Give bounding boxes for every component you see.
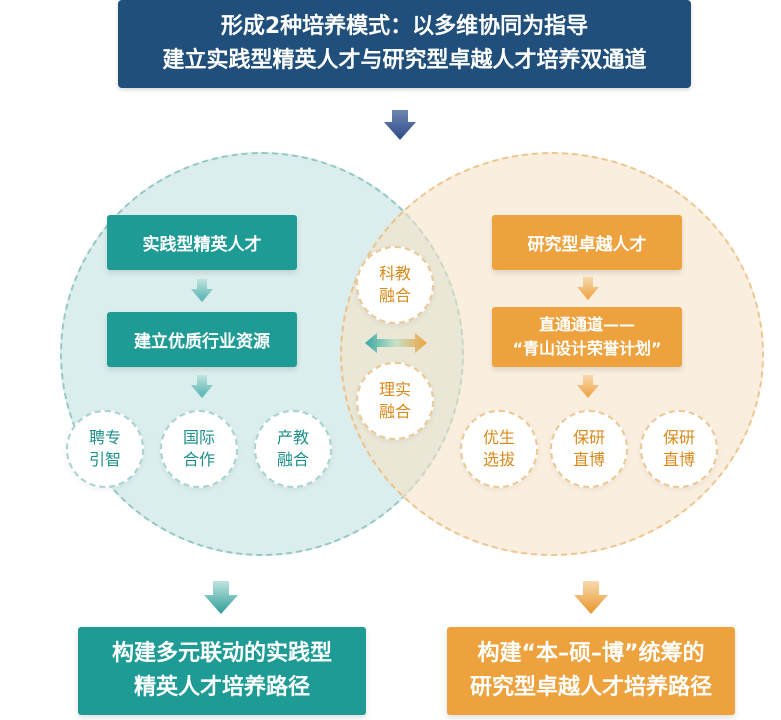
honor-program-box: 直通通道—— “青山设计荣誉计划”: [492, 307, 682, 367]
left-circle-2-line-1: 国际: [182, 428, 215, 447]
research-talent-title-text: 研究型卓越人才: [527, 235, 647, 255]
left-circle-expert-introduction: 聘专 引智: [66, 410, 144, 488]
honor-program-line-2: “青山设计荣誉计划”: [512, 339, 662, 358]
research-path-line-2: 研究型卓越人才培养路径: [469, 675, 712, 700]
left-down-arrow-2-icon: [191, 375, 213, 398]
right-circle-3-line-2: 直博: [662, 450, 695, 469]
practice-path-box: 构建多元联动的实践型 精英人才培养路径: [78, 627, 366, 715]
right-circle-2-line-1: 保研: [572, 428, 605, 447]
bottom-left-arrow-icon: [204, 581, 238, 614]
left-circle-international-cooperation: 国际 合作: [160, 410, 238, 488]
left-circle-3-line-1: 产教: [276, 428, 309, 447]
bottom-right-arrow-icon: [574, 581, 608, 614]
practice-talent-title: 实践型精英人才: [107, 215, 297, 270]
research-path-box: 构建“本–硕–博”统筹的 研究型卓越人才培养路径: [447, 627, 735, 715]
industry-resources-text: 建立优质行业资源: [134, 332, 270, 352]
right-circle-postgraduate-1: 保研 直博: [550, 410, 628, 488]
center-bottom-line-1: 理实: [378, 380, 411, 399]
right-down-arrow-2-icon: [577, 375, 599, 398]
industry-resources-box: 建立优质行业资源: [107, 312, 297, 367]
right-circle-postgraduate-2: 保研 直博: [640, 410, 718, 488]
header-line-1: 形成2种培养模式：以多维协同为指导: [220, 14, 589, 39]
header-line-2: 建立实践型精英人才与研究型卓越人才培养双通道: [162, 48, 647, 73]
header-down-arrow-icon: [384, 110, 416, 140]
honor-program-line-1: 直通通道——: [538, 315, 635, 334]
right-circle-2-line-2: 直博: [572, 450, 605, 469]
right-circle-3-line-1: 保研: [662, 428, 695, 447]
right-down-arrow-1-icon: [577, 277, 599, 300]
right-circle-1-line-2: 选拔: [482, 450, 515, 469]
center-top-line-2: 融合: [378, 286, 411, 305]
right-circle-excellent-selection: 优生 选拔: [460, 410, 538, 488]
practice-talent-title-text: 实践型精英人才: [142, 235, 262, 255]
research-talent-title: 研究型卓越人才: [492, 215, 682, 270]
left-circle-1-line-1: 聘专: [88, 428, 121, 447]
practice-path-line-2: 精英人才培养路径: [133, 675, 310, 700]
left-circle-3-line-2: 融合: [276, 450, 309, 469]
center-bidirectional-arrow-icon: [365, 333, 427, 353]
header-banner: 形成2种培养模式：以多维协同为指导 建立实践型精英人才与研究型卓越人才培养双通道: [118, 0, 691, 88]
left-down-arrow-1-icon: [191, 279, 213, 302]
center-top-line-1: 科教: [378, 264, 411, 283]
left-circle-1-line-2: 引智: [88, 450, 121, 469]
practice-path-line-1: 构建多元联动的实践型: [111, 641, 332, 666]
right-circle-1-line-1: 优生: [482, 428, 515, 447]
center-circle-science-education: 科教 融合: [356, 246, 434, 324]
left-circle-industry-education: 产教 融合: [254, 410, 332, 488]
left-circle-2-line-2: 合作: [182, 450, 215, 469]
center-bottom-line-2: 融合: [378, 402, 411, 421]
research-path-line-1: 构建“本–硕–博”统筹的: [477, 641, 705, 666]
center-circle-theory-practice: 理实 融合: [356, 362, 434, 440]
